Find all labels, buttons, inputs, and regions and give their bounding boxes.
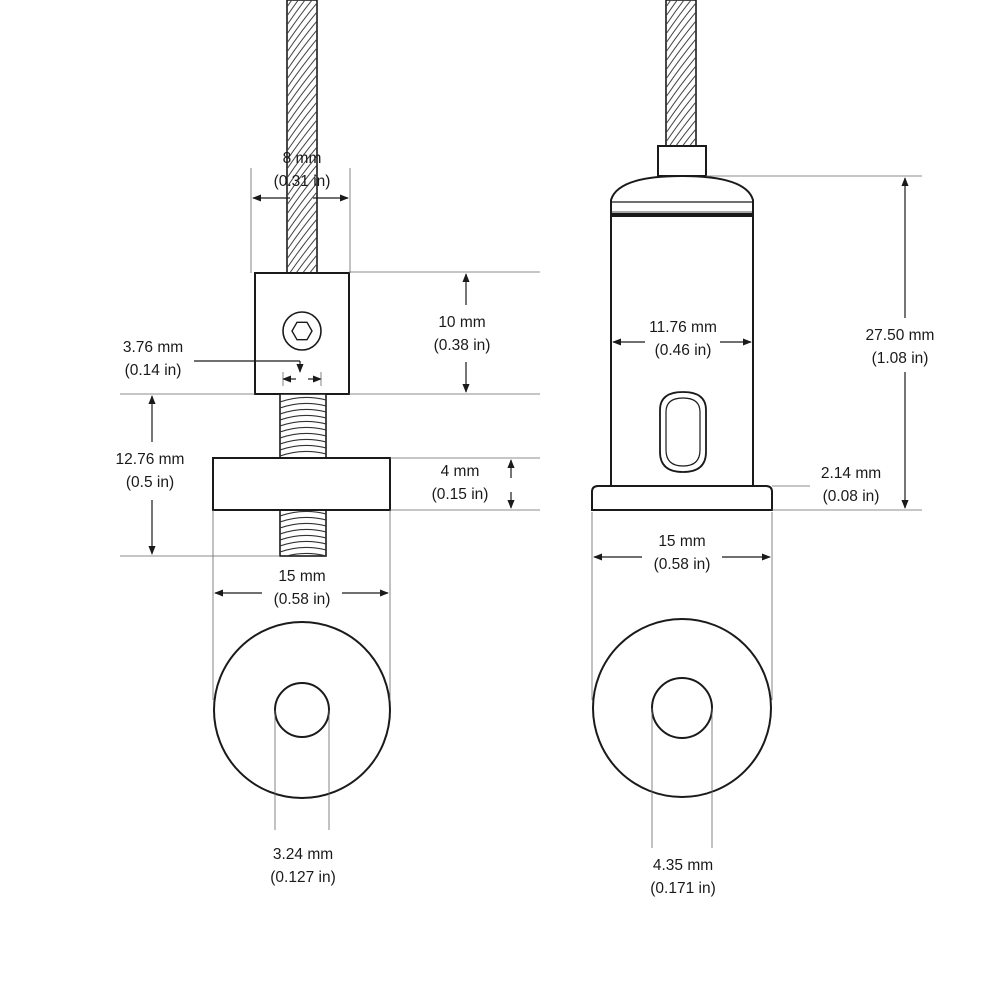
cap-nub <box>657 145 707 177</box>
extension-lines <box>120 168 922 848</box>
base-flange <box>591 485 773 511</box>
right-fitting <box>591 0 773 798</box>
cable-slot <box>659 391 707 473</box>
disk-diameter-left-mm: 15 mm <box>278 568 325 585</box>
cable-width-in: (0.31 in) <box>274 173 331 190</box>
left-fitting <box>212 0 391 799</box>
hole-left-in: (0.127 in) <box>270 869 335 886</box>
base-height-mm: 2.14 mm <box>821 465 881 482</box>
body-width-in: (0.46 in) <box>655 342 712 359</box>
disk-bottom-view-left <box>213 621 391 799</box>
disk-bottom-view-right <box>592 618 772 798</box>
hole-right-in: (0.171 in) <box>650 880 715 897</box>
cable-width-mm: 8 mm <box>283 150 322 167</box>
disk-thickness-mm: 4 mm <box>441 463 480 480</box>
body-width-mm: 11.76 mm <box>649 319 717 336</box>
cable-left <box>286 0 318 274</box>
dimension-lines <box>148 177 909 597</box>
block-height-mm: 10 mm <box>438 314 485 331</box>
set-screw-mm: 3.76 mm <box>123 339 183 356</box>
disk-diameter-right-in: (0.58 in) <box>654 556 711 573</box>
threaded-stud <box>279 393 327 557</box>
dimension-labels: 8 mm (0.31 in) 10 mm (0.38 in) 3.76 mm (… <box>116 150 935 897</box>
total-height-mm: 27.50 mm <box>866 327 935 344</box>
disk-thickness-in: (0.15 in) <box>432 486 489 503</box>
total-height-in: (1.08 in) <box>872 350 929 367</box>
base-disk-side <box>212 457 391 511</box>
base-height-in: (0.08 in) <box>823 488 880 505</box>
set-screw-in: (0.14 in) <box>125 362 182 379</box>
hole-right-mm: 4.35 mm <box>653 857 713 874</box>
disk-diameter-left-in: (0.58 in) <box>274 591 331 608</box>
thread-length-in: (0.5 in) <box>126 474 174 491</box>
hex-socket-icon <box>282 311 322 351</box>
disk-diameter-right-mm: 15 mm <box>658 533 705 550</box>
dome-cap <box>610 174 754 215</box>
block-height-in: (0.38 in) <box>434 337 491 354</box>
hole-left-mm: 3.24 mm <box>273 846 333 863</box>
thread-length-mm: 12.76 mm <box>116 451 185 468</box>
